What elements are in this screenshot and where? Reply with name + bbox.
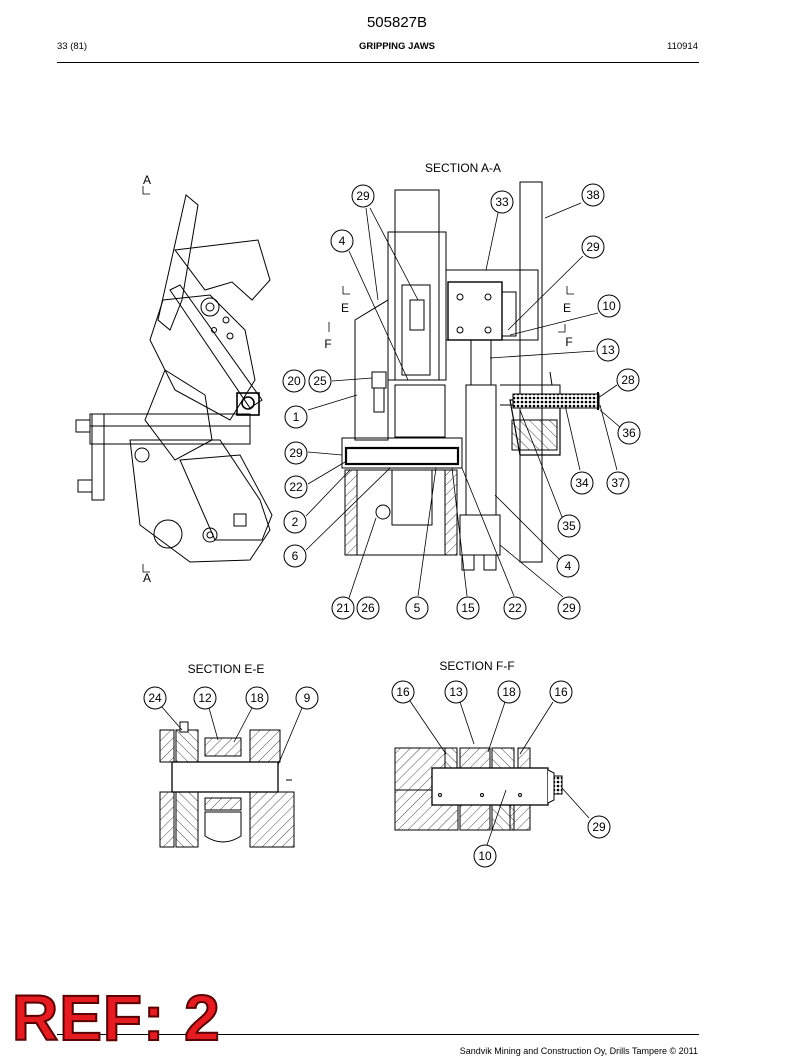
header-rule	[57, 62, 699, 63]
callout-29: 29	[562, 601, 576, 615]
leader-lines-ee	[161, 706, 303, 766]
callout-labels-aa: 29 33 38 4 29 10 13 20 25 28 1 36 29 22 …	[287, 188, 636, 615]
callout-29: 29	[592, 820, 606, 834]
leader-lines-ff	[409, 700, 590, 846]
callout-labels-ee: 24 12 18 9	[148, 691, 310, 705]
callout-labels-ff: 16 13 18 16 29 10	[396, 685, 606, 863]
marker-f-left: F	[324, 337, 331, 351]
marker-a-bottom: A	[143, 571, 151, 585]
callout-33: 33	[495, 195, 509, 209]
callout-34: 34	[575, 476, 589, 490]
callout-18: 18	[502, 685, 516, 699]
callout-4: 4	[339, 234, 346, 248]
callout-5: 5	[414, 601, 421, 615]
section-markers-ef	[328, 286, 574, 333]
section-marker-a	[142, 186, 150, 573]
callout-29: 29	[586, 240, 600, 254]
callout-12: 12	[198, 691, 212, 705]
marker-e-right: E	[563, 301, 571, 315]
callout-4: 4	[565, 559, 572, 573]
section-aa-drawing	[341, 181, 600, 571]
callout-16: 16	[554, 685, 568, 699]
document-number: 505827B	[366, 14, 428, 31]
marker-a-top: A	[143, 173, 151, 187]
callout-37: 37	[611, 476, 625, 490]
section-aa-title: SECTION A-A	[425, 161, 501, 175]
section-ff-drawing	[394, 747, 563, 831]
callout-1: 1	[293, 410, 300, 424]
callouts-ee	[143, 686, 319, 710]
ref-stamp: REF: 2	[11, 982, 221, 1054]
callout-35: 35	[562, 519, 576, 533]
footer-rule	[57, 1034, 699, 1035]
page-title: GRIPPING JAWS	[358, 41, 435, 52]
callout-20: 20	[287, 374, 301, 388]
callout-29: 29	[289, 446, 303, 460]
callout-36: 36	[622, 426, 636, 440]
leader-lines-aa	[305, 202, 622, 599]
marker-e-left: E	[341, 301, 349, 315]
marker-f-right: F	[565, 335, 572, 349]
callout-10: 10	[478, 849, 492, 863]
callout-2: 2	[292, 515, 299, 529]
callout-6: 6	[292, 549, 299, 563]
section-ff-title: SECTION F-F	[439, 659, 514, 673]
callout-13: 13	[449, 685, 463, 699]
footer-copyright: Sandvik Mining and Construction Oy, Dril…	[459, 1046, 698, 1056]
callout-24: 24	[148, 691, 162, 705]
callouts-aa	[282, 183, 641, 620]
callouts-ff	[391, 680, 611, 868]
callout-29: 29	[356, 189, 370, 203]
callout-9: 9	[304, 691, 311, 705]
callout-21: 21	[336, 601, 350, 615]
date-code: 110914	[667, 41, 698, 52]
callout-18: 18	[250, 691, 264, 705]
section-ee-title: SECTION E-E	[188, 662, 265, 676]
section-ee-drawing	[159, 721, 295, 848]
callout-28: 28	[621, 373, 635, 387]
callout-38: 38	[586, 188, 600, 202]
callout-22: 22	[508, 601, 522, 615]
callout-16: 16	[396, 685, 410, 699]
callout-26: 26	[361, 601, 375, 615]
callout-25: 25	[313, 374, 327, 388]
callout-10: 10	[602, 299, 616, 313]
callout-13: 13	[601, 343, 615, 357]
assembly-side-view	[75, 194, 273, 563]
page-number: 33 (81)	[57, 41, 88, 52]
callout-22: 22	[289, 480, 303, 494]
callout-15: 15	[461, 601, 475, 615]
